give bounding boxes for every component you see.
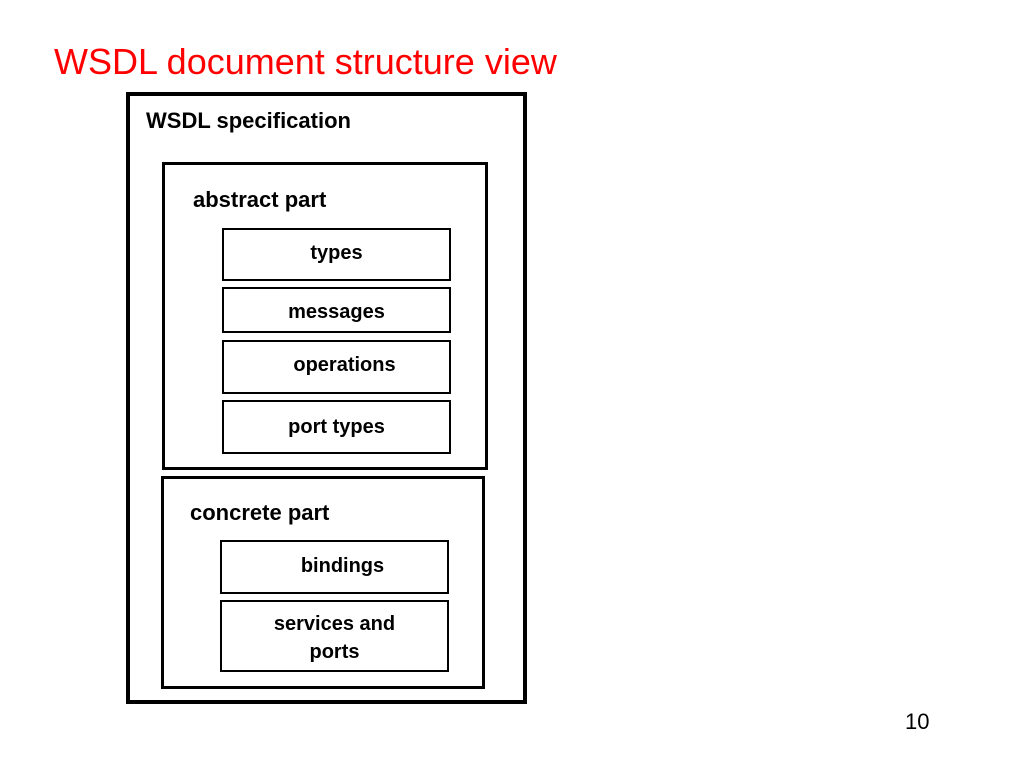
- bindings-label: bindings: [300, 555, 385, 577]
- bindings-box: bindings: [220, 540, 449, 594]
- services-and-ports-box: services and ports: [220, 600, 449, 672]
- types-label: types: [310, 242, 363, 264]
- operations-box: operations: [222, 340, 451, 394]
- operations-label: operations: [293, 354, 396, 376]
- messages-label: messages: [288, 301, 385, 323]
- abstract-part-label: abstract part: [193, 187, 327, 212]
- wsdl-specification-label: WSDL specification: [146, 108, 351, 133]
- types-box: types: [222, 228, 451, 281]
- messages-box: messages: [222, 287, 451, 333]
- slide-title: WSDL document structure view: [54, 41, 557, 82]
- port-types-label: port types: [288, 416, 385, 438]
- slide-number: 10: [905, 709, 930, 734]
- services-and-ports-label: services and ports: [273, 613, 396, 663]
- concrete-part-label: concrete part: [190, 500, 330, 525]
- port-types-box: port types: [222, 400, 451, 454]
